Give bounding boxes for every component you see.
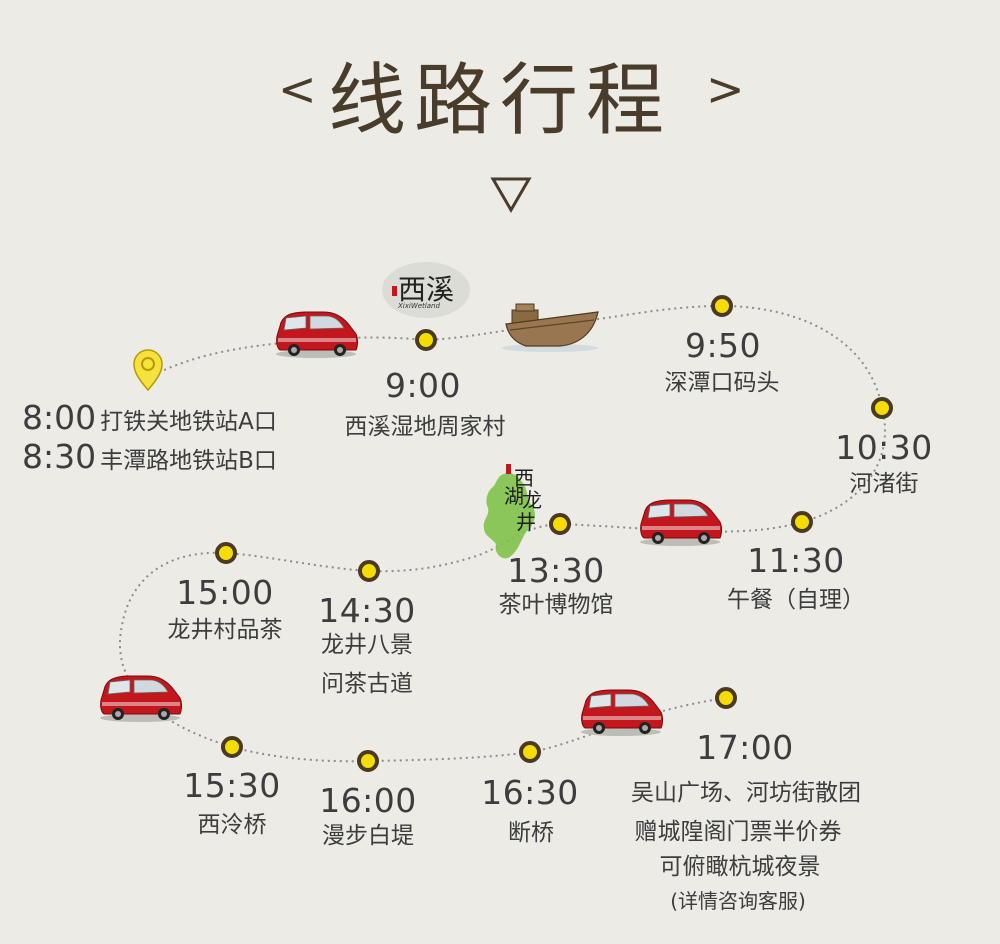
start-pin-icon xyxy=(133,349,163,392)
west-lake-logo-char-1: 西 xyxy=(514,466,534,490)
west-lake-logo: 西 湖 龙 井 xyxy=(504,458,552,548)
start-time-1: 8:00 xyxy=(22,398,97,437)
stop-place-xiling: 西泠桥 xyxy=(197,812,267,838)
stop-place-longjing: 龙井村品茶 xyxy=(167,617,283,643)
stop-time-duanqiao: 16:30 xyxy=(481,773,579,812)
boat-icon xyxy=(502,303,599,352)
page-title: 线路行程 xyxy=(327,56,673,146)
xixi-logo-text: 西溪 xyxy=(398,273,455,306)
final-line-1: 吴山广场、河坊街散团 xyxy=(631,780,861,806)
stop-time-bajing: 14:30 xyxy=(318,591,416,630)
stop-place-lunch: 午餐（自理） xyxy=(727,587,865,613)
stop-dot-baidi xyxy=(357,750,379,772)
stop-time-tea-museum: 13:30 xyxy=(507,551,605,590)
van-4-icon xyxy=(580,689,663,737)
title-left-bracket: < xyxy=(278,62,317,116)
stop-time-xixi: 9:00 xyxy=(384,366,462,405)
stop-place-shentan: 深潭口码头 xyxy=(664,370,780,396)
stop-dot-xixi xyxy=(415,329,437,351)
xixi-logo: 西溪 XixiWetland xyxy=(380,258,472,324)
start-place-2: 丰潭路地铁站B口 xyxy=(100,448,277,474)
final-time: 17:00 xyxy=(696,728,794,767)
stop-place-baidi: 漫步白堤 xyxy=(322,823,414,849)
final-line-3: 可俯瞰杭城夜景 xyxy=(659,854,821,880)
stop-place-xixi: 西溪湿地周家村 xyxy=(344,414,506,440)
stop-time-lunch: 11:30 xyxy=(747,541,845,580)
stop-time-xiling: 15:30 xyxy=(183,766,281,805)
stop-dot-shentan xyxy=(711,295,733,317)
stop-dot-xiling xyxy=(221,736,243,758)
stop-time-baidi: 16:00 xyxy=(319,781,417,820)
xixi-logo-subtext: XixiWetland xyxy=(398,302,440,310)
stop-dot-hezhu xyxy=(871,397,893,419)
stop-place-duanqiao: 断桥 xyxy=(508,820,554,846)
stop-dot-longjing xyxy=(215,542,237,564)
stop-place-bajing-1: 龙井八景 xyxy=(321,632,413,658)
final-line-4: (详情咨询客服) xyxy=(670,889,806,913)
van-1-icon xyxy=(275,311,358,359)
stop-time-shentan: 9:50 xyxy=(684,326,762,365)
stop-time-longjing: 15:00 xyxy=(176,573,274,612)
stop-time-hezhu: 10:30 xyxy=(835,428,933,467)
west-lake-seal xyxy=(506,464,511,474)
stop-dot-final xyxy=(715,687,737,709)
start-place-1: 打铁关地铁站A口 xyxy=(100,409,277,435)
stop-place-bajing-2: 问茶古道 xyxy=(321,671,413,697)
van-3-icon xyxy=(99,675,182,723)
stop-place-hezhu: 河渚街 xyxy=(849,471,919,497)
west-lake-map-icon xyxy=(483,473,535,559)
west-lake-logo-char-2: 湖 xyxy=(504,484,524,508)
west-lake-logo-char-3: 龙 xyxy=(522,488,542,512)
stop-dot-duanqiao xyxy=(519,741,541,763)
van-2-icon xyxy=(639,499,722,547)
stop-dot-lunch xyxy=(791,511,813,533)
title-right-bracket: > xyxy=(706,62,745,116)
west-lake-logo-char-4: 井 xyxy=(516,510,536,534)
stop-dots xyxy=(215,295,893,772)
stop-dot-tea-museum xyxy=(549,513,571,535)
final-line-2: 赠城隍阁门票半价券 xyxy=(634,819,842,845)
down-triangle-icon xyxy=(490,177,532,213)
route-line xyxy=(118,304,887,763)
start-time-2: 8:30 xyxy=(22,437,97,476)
stop-dot-bajing xyxy=(358,560,380,582)
stop-place-tea-museum: 茶叶博物馆 xyxy=(498,592,614,618)
